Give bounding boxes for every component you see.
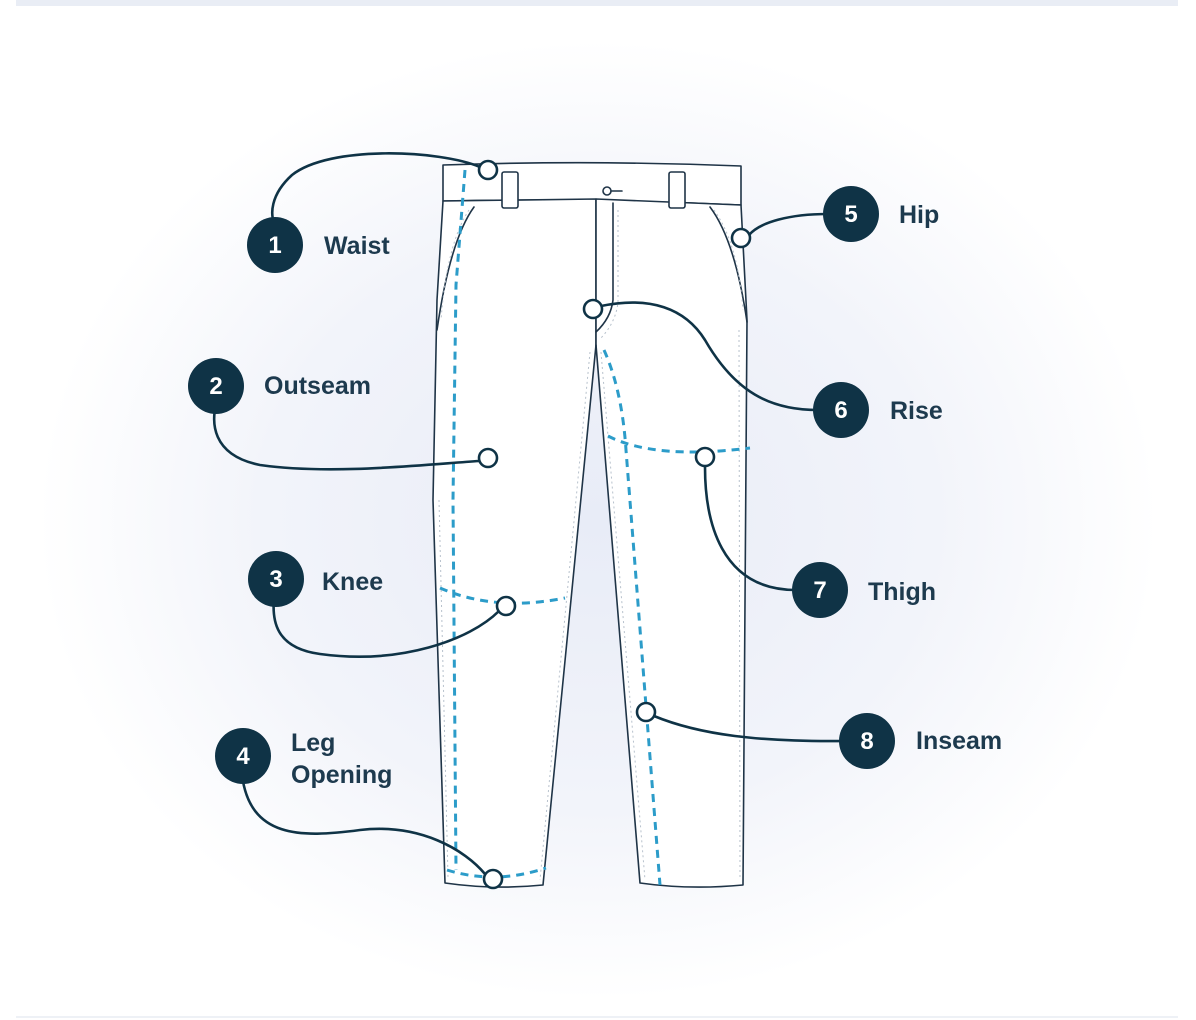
marker-badge <box>792 562 848 618</box>
marker-label: Thigh <box>868 578 936 606</box>
anchor-rings <box>477 159 752 890</box>
marker-6-rise: 6 Rise <box>813 382 943 438</box>
marker-label-line2: Opening <box>291 761 392 789</box>
marker-number: 6 <box>834 397 847 424</box>
marker-badge <box>813 382 869 438</box>
outseam-guide <box>451 169 467 871</box>
leader-outseam <box>212 403 481 471</box>
top-strip <box>16 0 1178 6</box>
marker-number: 5 <box>844 201 857 228</box>
marker-2-outseam: 2 Outseam <box>188 358 371 414</box>
leader-lines <box>212 152 847 876</box>
marker-badge <box>248 551 304 607</box>
marker-number: 7 <box>813 577 826 604</box>
marker-number: 4 <box>236 743 250 770</box>
anchor-hip <box>730 227 752 249</box>
marker-number: 1 <box>268 232 281 259</box>
leader-leg-opening <box>240 773 487 876</box>
fly-line <box>595 202 614 333</box>
marker-label: Rise <box>890 397 943 425</box>
anchor-rise <box>582 298 604 320</box>
marker-number: 2 <box>209 373 222 400</box>
leader-rise <box>599 301 820 412</box>
belt-loop-right <box>668 171 686 209</box>
marker-badge <box>247 217 303 273</box>
marker-label: Inseam <box>916 727 1002 755</box>
marker-badge <box>215 728 271 784</box>
anchor-knee <box>495 595 517 617</box>
button-icon <box>602 186 612 196</box>
marker-badge <box>188 358 244 414</box>
topstitching <box>438 209 744 881</box>
marker-3-knee: 3 Knee <box>248 551 383 607</box>
anchor-leg-opening <box>482 868 504 890</box>
leader-thigh <box>703 465 798 592</box>
anchor-thigh <box>694 446 716 468</box>
marker-5-hip: 5 Hip <box>823 186 939 242</box>
anchor-waist <box>477 159 499 181</box>
leader-knee <box>272 596 501 658</box>
marker-label-line1: Leg <box>291 729 335 757</box>
inseam-guide <box>602 349 662 886</box>
pocket-left <box>436 206 475 331</box>
marker-1-waist: 1 Waist <box>247 217 390 273</box>
marker-badge <box>839 713 895 769</box>
leader-inseam <box>652 714 847 743</box>
marker-label: Outseam <box>264 372 371 400</box>
leader-waist <box>271 152 482 227</box>
marker-4-leg-opening: 4 Leg Opening <box>215 728 392 789</box>
marker-label: Waist <box>324 232 390 260</box>
anchor-outseam <box>477 447 499 469</box>
right-leg <box>595 198 748 888</box>
marker-8-inseam: 8 Inseam <box>839 713 1002 769</box>
marker-7-thigh: 7 Thigh <box>792 562 936 618</box>
marker-number: 8 <box>860 728 873 755</box>
belt-loop-left <box>501 171 519 209</box>
marker-label: Hip <box>899 201 939 229</box>
marker-badge <box>823 186 879 242</box>
pants-illustration <box>432 161 748 888</box>
pocket-right <box>709 206 748 323</box>
marker-number: 3 <box>269 566 282 593</box>
bottom-divider <box>16 1016 1178 1018</box>
anchor-inseam <box>635 701 657 723</box>
marker-label: Knee <box>322 568 383 596</box>
thigh-guide <box>607 434 751 454</box>
leader-hip <box>747 212 830 237</box>
